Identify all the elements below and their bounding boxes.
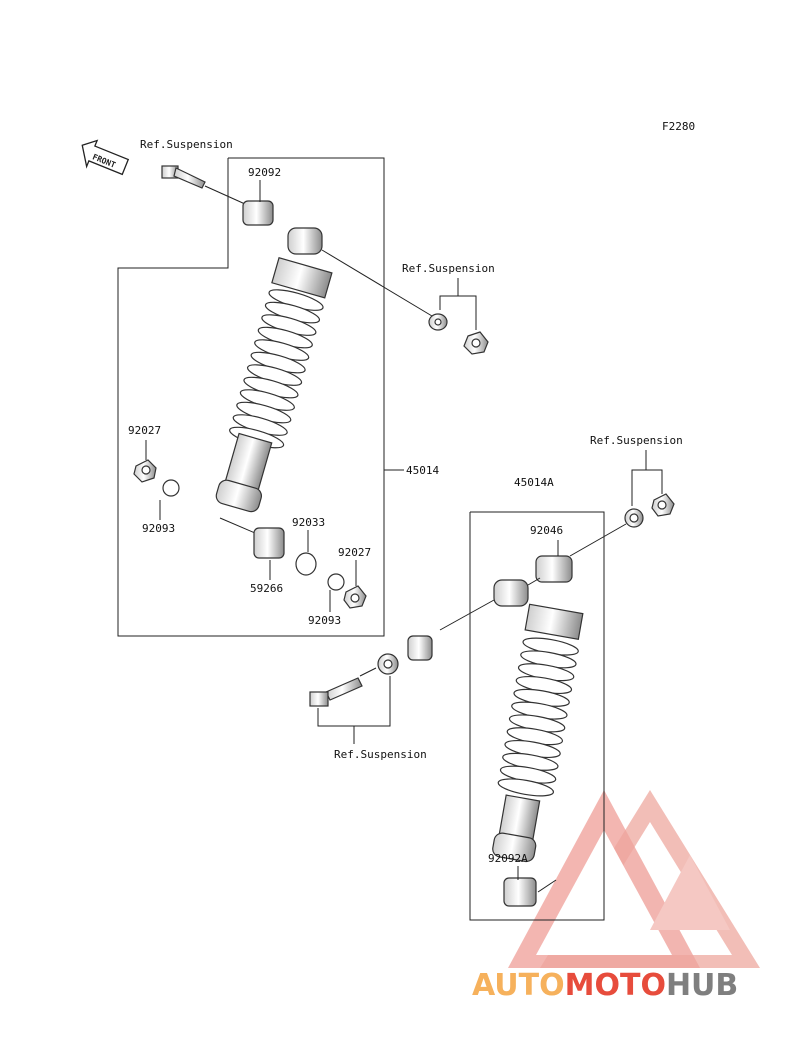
label-92027-b: 92027 — [338, 546, 371, 559]
watermark-auto: AUTO — [472, 968, 565, 1003]
ring-92093-b — [327, 573, 345, 591]
label-92027-a: 92027 — [128, 424, 161, 437]
label-ref-suspension-3: Ref.Suspension — [590, 434, 683, 447]
ref-washer-2 — [624, 508, 644, 528]
ref-nut-1 — [463, 331, 489, 355]
watermark-moto: MOTO — [565, 968, 666, 1003]
frame-left — [117, 157, 385, 637]
label-92092A: 92092A — [488, 852, 528, 865]
label-92093-a: 92093 — [142, 522, 175, 535]
bolt-upper — [161, 165, 206, 189]
nut-92027-b — [343, 585, 367, 609]
collar-92092A — [503, 877, 537, 907]
bushing-59266 — [253, 527, 285, 559]
ring-92093-a — [162, 479, 180, 497]
bushing-lower — [407, 635, 433, 661]
label-ref-suspension-2: Ref.Suspension — [402, 262, 495, 275]
ref-nut-2 — [651, 493, 675, 517]
label-ref-suspension-1: Ref.Suspension — [140, 138, 233, 151]
label-ref-suspension-4: Ref.Suspension — [334, 748, 427, 761]
label-92033: 92033 — [292, 516, 325, 529]
left-shock-top-eye — [287, 227, 323, 255]
label-92092: 92092 — [248, 166, 281, 179]
left-shock-absorber — [215, 257, 333, 513]
label-59266: 59266 — [250, 582, 283, 595]
washer-lower — [377, 653, 399, 675]
bolt-lower — [309, 677, 363, 707]
watermark-hub: HUB — [666, 968, 738, 1003]
front-arrow-icon: FRONT — [81, 139, 130, 176]
label-45014A: 45014A — [514, 476, 554, 489]
nut-92027-a — [133, 459, 157, 483]
right-shock-top-eye — [493, 579, 529, 607]
watermark-logo — [508, 790, 760, 968]
collar-92046 — [535, 555, 573, 583]
ring-92033 — [295, 552, 317, 576]
diagram-code: F2280 — [662, 120, 695, 133]
frame-right — [469, 511, 605, 921]
label-92046: 92046 — [530, 524, 563, 537]
watermark-text: AUTOMOTOHUB — [472, 968, 738, 1003]
label-45014: 45014 — [406, 464, 439, 477]
right-shock-absorber — [492, 603, 584, 863]
collar-92092 — [242, 200, 274, 226]
label-92093-b: 92093 — [308, 614, 341, 627]
ref-washer-1 — [428, 313, 448, 331]
